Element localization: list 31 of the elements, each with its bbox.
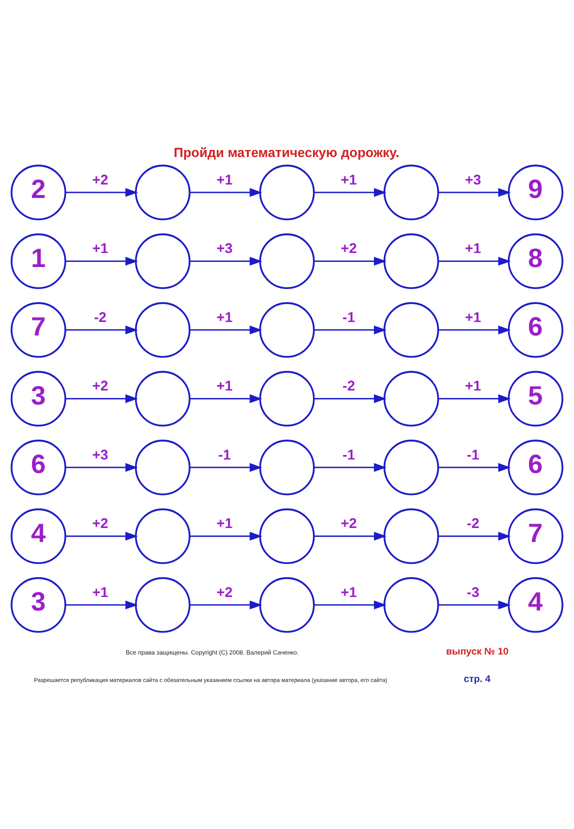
edge-label: +1 <box>465 240 482 256</box>
edge-label: +1 <box>92 583 108 600</box>
edge-label: -2 <box>466 514 480 531</box>
edge-label: +3 <box>216 240 233 256</box>
edge-label: +1 <box>340 170 357 187</box>
edge-label: -1 <box>218 446 231 462</box>
edge-label: +3 <box>465 170 482 187</box>
label: стр. 4 <box>464 673 491 684</box>
edge-label: +2 <box>216 583 233 600</box>
edge-label: +1 <box>216 170 233 187</box>
edge-label: +1 <box>216 514 233 531</box>
edge-label: -1 <box>466 446 480 462</box>
edge-label: +1 <box>465 308 482 324</box>
edge-label: +1 <box>216 308 233 324</box>
edge-label: -2 <box>94 308 107 324</box>
edge-label: -1 <box>342 446 356 462</box>
edge-label: +1 <box>92 240 108 256</box>
edge-label: -3 <box>466 583 480 600</box>
label: выпуск № 10 <box>446 646 509 658</box>
edge-label: +1 <box>340 583 357 600</box>
edge-label: +1 <box>216 377 233 394</box>
edge-label: +2 <box>340 514 357 531</box>
edge-label: +3 <box>92 446 108 462</box>
diagram-title: Пройди математическую дорожку. <box>174 144 400 160</box>
edge-label: +2 <box>92 514 108 531</box>
edge-label: +2 <box>340 240 357 256</box>
edge-label: -1 <box>342 308 356 324</box>
edge-label: +2 <box>92 377 108 394</box>
edge-label: +2 <box>92 170 108 187</box>
edge-label: -2 <box>342 377 356 394</box>
edge-label: +1 <box>465 377 482 394</box>
